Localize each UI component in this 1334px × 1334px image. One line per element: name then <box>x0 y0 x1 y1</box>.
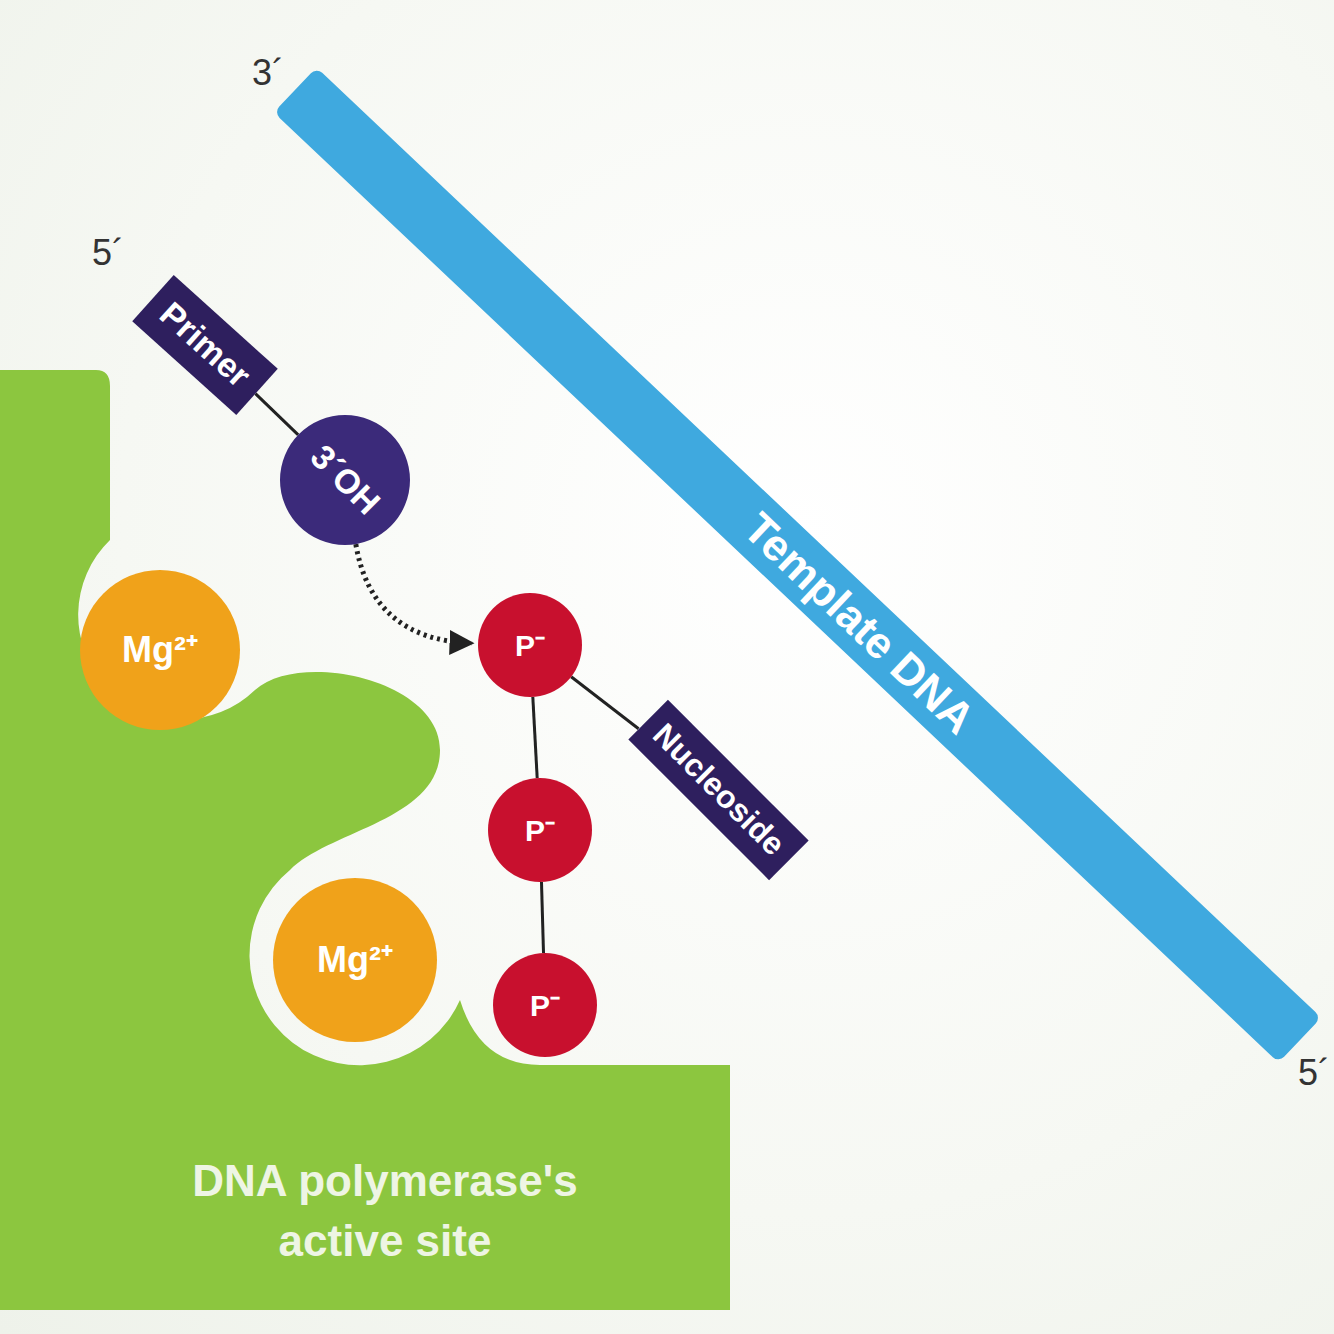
hydroxyl-circle: 3´OH <box>253 388 437 572</box>
region-title: DNA polymerase's active site <box>125 1151 645 1270</box>
strand-end-label: 5´ <box>92 232 124 274</box>
bond-line <box>541 882 543 953</box>
node-label: P⁻ <box>525 814 555 847</box>
node-label: Nucleoside <box>645 717 791 863</box>
magnesium-ion: Mg²⁺ <box>273 878 437 1042</box>
node-label: Mg²⁺ <box>122 630 198 670</box>
magnesium-ion: Mg²⁺ <box>80 570 240 730</box>
node-label: Primer <box>152 295 257 395</box>
phosphate-circle: P⁻ <box>493 953 597 1057</box>
node-label: Mg²⁺ <box>317 940 393 980</box>
phosphate-circle: P⁻ <box>478 593 582 697</box>
active-site-region: DNA polymerase's active site <box>0 370 730 1310</box>
bond-line <box>533 697 537 778</box>
attack-arrow <box>356 544 472 643</box>
strand-end-label: 5´ <box>1298 1052 1330 1094</box>
primer-label: Primer <box>132 275 278 415</box>
phosphate-circle: P⁻ <box>488 778 592 882</box>
bond-line <box>571 677 638 729</box>
node-label: 3´OH <box>303 438 387 522</box>
node-label: P⁻ <box>530 989 560 1022</box>
node-label: P⁻ <box>515 629 545 662</box>
nucleoside-label: Nucleoside <box>628 700 808 880</box>
template-strand: Template DNA <box>273 67 1320 1062</box>
node-label: Template DNA <box>734 504 983 744</box>
strand-end-label: 3´ <box>252 52 284 94</box>
active-site-shape <box>0 370 730 1310</box>
bond-line <box>255 394 298 435</box>
